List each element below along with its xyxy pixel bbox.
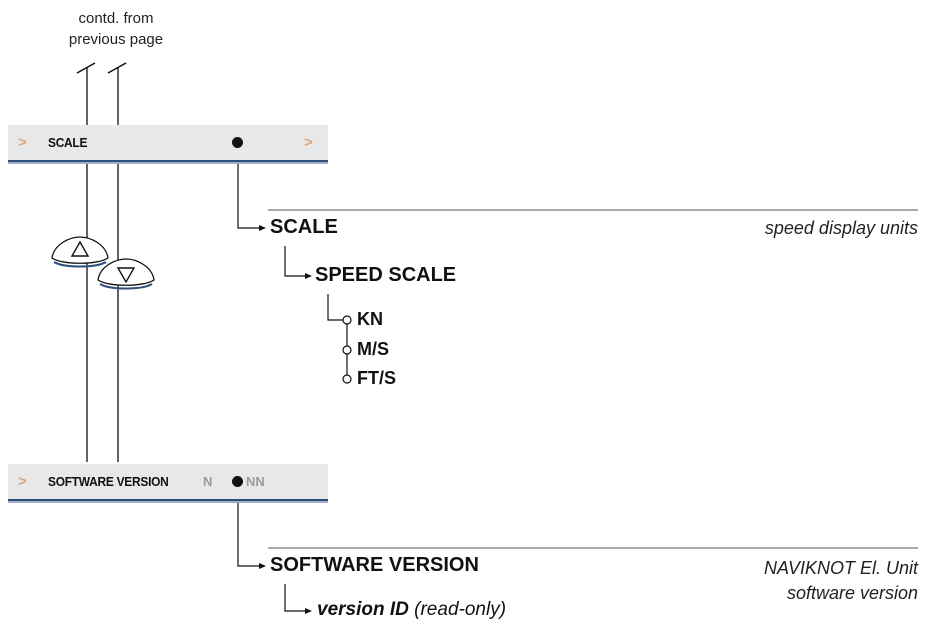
speed-scale-heading: SPEED SCALE [315, 264, 457, 286]
scale-connector [237, 141, 262, 229]
version-id-label: version ID [317, 599, 409, 620]
break-mark-left [76, 62, 96, 74]
software-bar-value-right: NN [246, 474, 265, 489]
software-description-line2: software version [786, 583, 918, 603]
software-version-menu-bar[interactable]: > SOFTWARE VERSION N NN [8, 464, 328, 501]
version-id-connector [284, 584, 308, 612]
down-button[interactable] [94, 256, 158, 294]
software-bar-label: SOFTWARE VERSION [48, 474, 169, 489]
up-arrow-icon [51, 236, 109, 268]
continued-note-line1: contd. from [78, 10, 154, 27]
scale-arrowhead [259, 225, 266, 231]
break-mark-right [107, 62, 127, 74]
selection-dot-icon [232, 476, 243, 487]
scale-description: speed display units [764, 218, 918, 238]
software-arrowhead [259, 563, 266, 569]
version-id-note: (read-only) [414, 599, 507, 620]
software-description-line1: NAVIKNOT El. Unit [763, 558, 918, 578]
selection-dot-icon [232, 137, 243, 148]
option-node-fts [342, 374, 352, 384]
continued-note-line2: previous page [68, 31, 164, 48]
scale-bar-right-chevron: > [304, 134, 313, 151]
software-bar-value-left: N [203, 474, 213, 489]
up-button[interactable] [48, 234, 112, 270]
software-version-description: NAVIKNOT El. Unit software version [598, 556, 918, 606]
software-bar-left-chevron: > [18, 473, 27, 490]
down-arrow-icon [97, 258, 155, 290]
scale-heading: SCALE [270, 216, 338, 238]
software-version-heading: SOFTWARE VERSION [270, 554, 479, 576]
option-ms[interactable]: M/S [357, 339, 390, 359]
version-id-line: version ID (read-only) [317, 599, 506, 621]
continued-note: contd. from previous page [55, 8, 177, 50]
option-node-kn [342, 315, 352, 325]
scale-bar-left-chevron: > [18, 134, 27, 151]
options-connector [327, 294, 343, 321]
scale-menu-bar[interactable]: > SCALE > [8, 125, 328, 162]
option-kn[interactable]: KN [357, 309, 383, 329]
speed-scale-arrowhead [305, 273, 312, 279]
speed-scale-connector [284, 246, 308, 277]
option-fts[interactable]: FT/S [357, 368, 396, 388]
option-node-ms [342, 345, 352, 355]
version-id-arrowhead [305, 608, 312, 614]
software-connector [237, 480, 262, 567]
scale-bar-label: SCALE [48, 135, 88, 150]
